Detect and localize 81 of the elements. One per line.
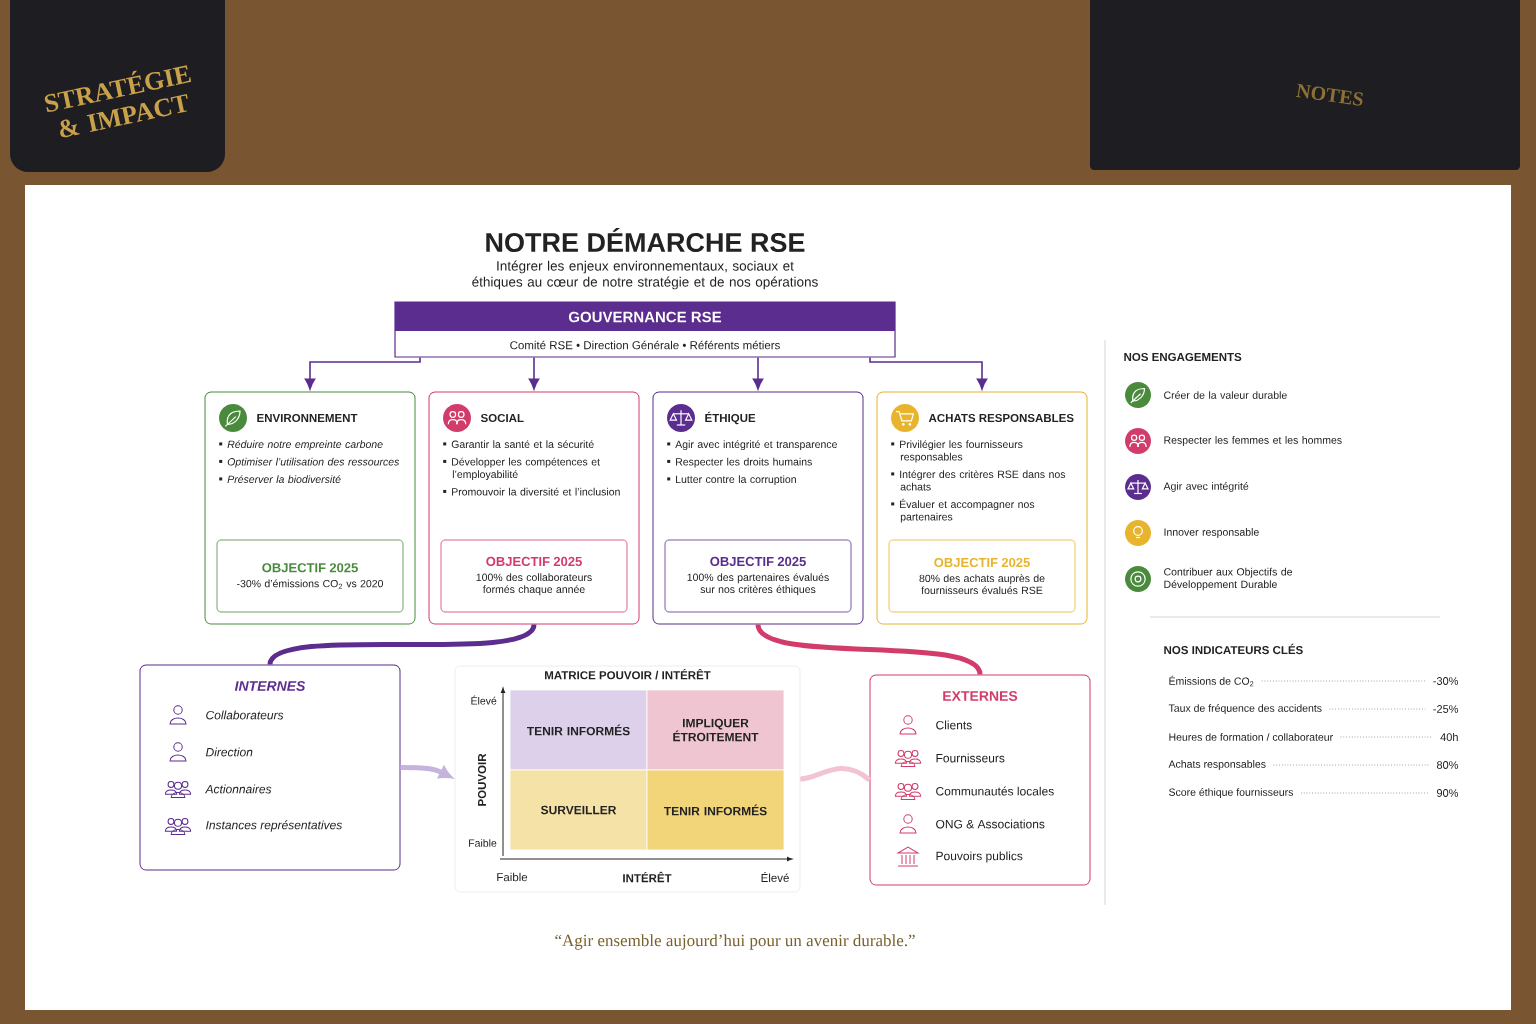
objective-box: OBJECTIF 2025 80% des achats auprès de fournisseurs évalués RSE xyxy=(888,539,1076,613)
bullet-item: Agir avec intégrité et transparence xyxy=(667,440,837,451)
section-heading: NOS ENGAGEMENTS xyxy=(1124,352,1242,362)
label: 80% xyxy=(1436,761,1459,769)
card-heading: ÉTHIQUE xyxy=(705,411,756,425)
bullet-item: Développer les compétences et l’employabilité xyxy=(443,457,600,481)
objective-box: OBJECTIF 2025 -30% d’émissions CO$_{2}$ vs 2020 xyxy=(216,539,404,613)
indicator-row: Heures de formation / collaborateur 40h xyxy=(1169,732,1458,742)
matrix-quadrant: TENIR INFORMÉS xyxy=(509,689,648,771)
label: Achats responsables xyxy=(1168,760,1266,770)
commitment-text: Contribuer aux Objectifs de Développement Durable xyxy=(1164,567,1292,591)
matrix-quadrant: TENIR INFORMÉS xyxy=(646,769,785,851)
list-item: Instances représentatives xyxy=(206,820,342,832)
commitment-text: Créer de la valeur durable xyxy=(1164,391,1287,399)
stakeholder-card xyxy=(869,674,1091,886)
category-card xyxy=(652,391,864,625)
list-item: Clients xyxy=(936,720,972,730)
card-heading: EXTERNES xyxy=(943,691,1018,701)
connector-arrow xyxy=(869,356,988,390)
bullet-item: Préserver la biodiversité xyxy=(219,475,341,484)
indicator-row: Score éthique fournisseurs 90% xyxy=(1169,788,1459,798)
bullet-item: Réduire notre empreinte carbone xyxy=(219,440,383,451)
connector-line xyxy=(267,623,537,666)
card-heading: SOCIAL xyxy=(480,413,524,423)
bullet-item: Intégrer des critères RSE dans nos achats xyxy=(891,470,1066,491)
axis-title: POUVOIR xyxy=(477,753,487,806)
card-heading: INTERNES xyxy=(234,681,306,691)
label: Taux de fréquence des accidents xyxy=(1168,704,1322,714)
label: Heures de formation / collaborateur xyxy=(1169,733,1333,741)
connector-line xyxy=(755,623,983,676)
bullet-item: Lutter contre la corruption xyxy=(667,475,796,486)
bullet-item: Optimiser l’utilisation des ressources xyxy=(219,457,400,468)
label: -30% xyxy=(1433,677,1459,685)
label: 40h xyxy=(1440,732,1458,742)
objective-box: OBJECTIF 2025 100% des partenaires évalués sur nos critères éthiques xyxy=(664,539,852,613)
commitment-text: Agir avec intégrité xyxy=(1163,482,1249,492)
quote-text: “Agir ensemble aujourd’hui pour un avenir durable.” xyxy=(555,934,915,950)
governance-box: GOUVERNANCE RSE Comité RSE • Direction Générale • Référents métiers xyxy=(394,301,896,358)
label: 90% xyxy=(1436,789,1459,797)
list-item: Collaborateurs xyxy=(206,710,284,720)
section-heading: NOS INDICATEURS CLÉS xyxy=(1164,643,1303,655)
cover-title: NOTES xyxy=(1295,83,1363,106)
connector-arrow xyxy=(400,765,452,779)
card-heading: ACHATS RESPONSABLES xyxy=(928,413,1074,423)
axis-title: INTÉRÊT xyxy=(623,871,672,883)
list-item: Direction xyxy=(205,747,253,757)
connector-arrow xyxy=(752,356,764,390)
list-item: Fournisseurs xyxy=(936,753,1005,763)
connector-line xyxy=(800,766,871,782)
bullet-item: Garantir la santé et la sécurité xyxy=(443,440,594,449)
category-card xyxy=(428,391,640,625)
list-item: ONG & Associations xyxy=(936,819,1045,829)
axis-label: Élevé xyxy=(761,871,789,883)
bullet-item: Évaluer et accompagner nos partenaires xyxy=(891,498,1035,523)
connector-arrow xyxy=(304,356,421,390)
category-card xyxy=(876,391,1088,625)
axis-label: Élevé xyxy=(471,695,497,705)
bullet-item: Respecter les droits humains xyxy=(667,457,812,468)
card-heading: ENVIRONNEMENT xyxy=(257,413,358,423)
category-card xyxy=(204,391,416,625)
list-item: Actionnaires xyxy=(204,784,272,794)
label: Émissions de CO$_{2}$ xyxy=(1169,675,1254,687)
list-item: Communautés locales xyxy=(936,786,1054,796)
list-item: Pouvoirs publics xyxy=(936,851,1023,863)
axis-label: Faible xyxy=(469,839,497,847)
objective-box: OBJECTIF 2025 100% des collaborateurs formés chaque année xyxy=(440,539,628,613)
label: Score éthique fournisseurs xyxy=(1169,788,1294,798)
matrix-quadrant: SURVEILLER xyxy=(509,769,648,851)
bullet-item: Privilégier les fournisseurs responsables xyxy=(891,440,1023,463)
bullet-item: Promouvoir la diversité et l’inclusion xyxy=(443,487,620,496)
axis-label: Faible xyxy=(497,872,528,882)
indicator-row: Taux de fréquence des accidents -25% xyxy=(1168,704,1459,714)
page-title: NOTRE DÉMARCHE RSE xyxy=(486,227,805,253)
commitment-text: Respecter les femmes et les hommes xyxy=(1164,436,1342,446)
indicator-row: Émissions de CO$_{2}$ -30% xyxy=(1169,675,1459,687)
indicator-row: Achats responsables 80% xyxy=(1168,760,1459,770)
matrix-quadrant: IMPLIQUER ÉTROITEMENT xyxy=(646,689,785,771)
commitment-text: Innover responsable xyxy=(1164,528,1259,538)
label: -25% xyxy=(1433,705,1459,713)
connector-arrow xyxy=(528,356,540,390)
stakeholder-card xyxy=(139,664,401,871)
